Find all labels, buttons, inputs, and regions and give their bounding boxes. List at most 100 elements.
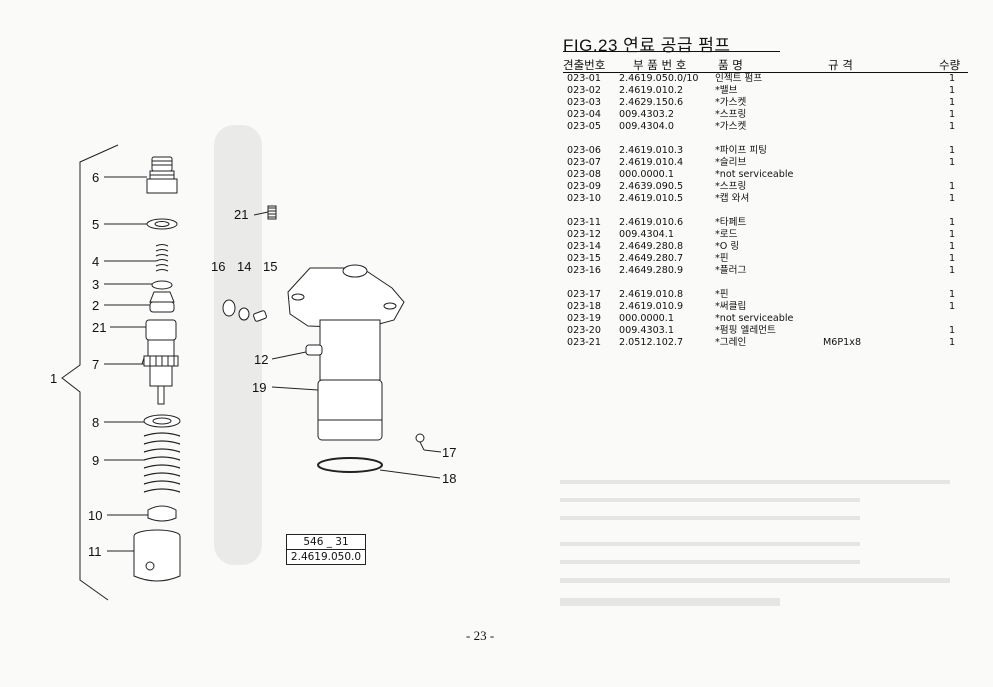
part-name: *타페트 <box>715 217 747 228</box>
part-callout-number: 023-12 <box>567 229 601 240</box>
assembly-part-number: 2.4619.050.0 <box>290 551 362 563</box>
part-name: *써클립 <box>715 301 747 312</box>
reverse-page-bleedthrough <box>560 480 950 606</box>
parts-row: 023-08 000.0000.1 *not serviceable <box>563 169 968 181</box>
part-callout-number: 023-11 <box>567 217 601 228</box>
callout-16: 16 <box>211 259 226 274</box>
part-number: 2.4649.280.8 <box>619 241 684 252</box>
part-name: *캡 와셔 <box>715 193 750 204</box>
callout-14: 14 <box>237 259 252 274</box>
part-number: 2.4619.010.4 <box>619 157 684 168</box>
part-quantity: 1 <box>948 157 956 168</box>
part-quantity: 1 <box>948 73 956 84</box>
part-quantity: 1 <box>948 253 956 264</box>
part-name: *슬리브 <box>715 157 747 168</box>
parts-row: 023-07 2.4619.010.4 *슬리브 1 <box>563 157 968 169</box>
part-quantity: 1 <box>948 217 956 228</box>
callout-6: 6 <box>92 170 100 185</box>
part-name: *파이프 피팅 <box>715 145 767 156</box>
callout-21: 21 <box>234 207 249 222</box>
part-quantity: 1 <box>948 85 956 96</box>
part-number: 2.4619.010.6 <box>619 217 684 228</box>
part-number: 000.0000.1 <box>619 169 674 180</box>
part-number: 2.4619.010.9 <box>619 301 684 312</box>
parts-row: 023-09 2.4639.090.5 *스프링 1 <box>563 181 968 193</box>
part-name: *로드 <box>715 229 738 240</box>
part-quantity: 1 <box>948 301 956 312</box>
callout-1: 1 <box>50 371 58 386</box>
part-name: *not serviceable <box>715 313 794 324</box>
part-name: *밸브 <box>715 85 738 96</box>
callout-4: 4 <box>92 254 100 269</box>
part-name: *펌핑 엘레먼트 <box>715 325 776 336</box>
parts-table-header: 견출번호 부 품 번 호 품 명 규 격 수량 <box>563 56 968 73</box>
assembly-part-box: 546 _ 31 2.4619.050.0 <box>286 534 366 565</box>
part-name: 인젝트 펌프 <box>715 73 763 84</box>
title-underline <box>563 51 780 52</box>
part-quantity: 1 <box>948 109 956 120</box>
part-number: 2.4619.050.0/10 <box>619 73 699 84</box>
part-callout-number: 023-07 <box>567 157 601 168</box>
header-name: 품 명 <box>718 58 743 72</box>
part-quantity: 1 <box>948 241 956 252</box>
part-number: 009.4303.1 <box>619 325 674 336</box>
part-number: 2.4639.090.5 <box>619 181 684 192</box>
header-qty: 수량 <box>939 58 961 72</box>
part-quantity: 1 <box>948 193 956 204</box>
part-number: 2.4619.010.8 <box>619 289 684 300</box>
callout-17: 17 <box>442 445 457 460</box>
callout-8: 8 <box>92 415 100 430</box>
part-quantity: 1 <box>948 229 956 240</box>
callout-19: 19 <box>252 380 267 395</box>
callout-7: 7 <box>92 357 100 372</box>
part-name: *핀 <box>715 289 729 300</box>
part-callout-number: 023-08 <box>567 169 601 180</box>
part-quantity: 1 <box>948 121 956 132</box>
part-name: *not serviceable <box>715 169 794 180</box>
part-name: *그레인 <box>715 337 747 348</box>
header-no: 견출번호 <box>563 58 606 72</box>
callout-11: 11 <box>88 544 102 559</box>
part-number: 2.4629.150.6 <box>619 97 684 108</box>
part-callout-number: 023-01 <box>567 73 601 84</box>
callout-9: 9 <box>92 453 100 468</box>
part-number: 2.4649.280.7 <box>619 253 684 264</box>
part-number: 009.4304.1 <box>619 229 674 240</box>
figure-title: FIG.23 연료 공급 펌프 <box>563 36 731 55</box>
page-number: - 23 - <box>466 628 495 643</box>
part-name: *핀 <box>715 253 729 264</box>
callout-10: 10 <box>88 508 103 523</box>
part-number: 009.4303.2 <box>619 109 674 120</box>
part-quantity: 1 <box>948 181 956 192</box>
part-name: *O 링 <box>715 241 740 252</box>
callout-20: 21 <box>92 320 107 335</box>
part-number: 2.4619.010.5 <box>619 193 684 204</box>
part-number: 000.0000.1 <box>619 313 674 324</box>
header-part-number: 부 품 번 호 <box>633 58 687 72</box>
parts-row: 023-17 2.4619.010.8 *핀 1 <box>563 289 968 301</box>
part-quantity: 1 <box>948 325 956 336</box>
callout-5: 5 <box>92 217 100 232</box>
part-callout-number: 023-15 <box>567 253 601 264</box>
part-quantity: 1 <box>948 289 956 300</box>
part-spec: M6P1x8 <box>823 337 862 348</box>
part-callout-number: 023-17 <box>567 289 601 300</box>
part-callout-number: 023-20 <box>567 325 601 336</box>
part-number: 2.4619.010.3 <box>619 145 684 156</box>
parts-row: 023-15 2.4649.280.7 *핀 1 <box>563 253 968 265</box>
header-spec: 규 격 <box>828 58 853 72</box>
part-callout-number: 023-03 <box>567 97 601 108</box>
part-name: *스프링 <box>715 181 747 192</box>
parts-row: 023-12 009.4304.1 *로드 1 <box>563 229 968 241</box>
part-number: 2.0512.102.7 <box>619 337 684 348</box>
part-callout-number: 023-04 <box>567 109 601 120</box>
part-number: 2.4619.010.2 <box>619 85 684 96</box>
part-callout-number: 023-05 <box>567 121 601 132</box>
part-callout-number: 023-09 <box>567 181 601 192</box>
